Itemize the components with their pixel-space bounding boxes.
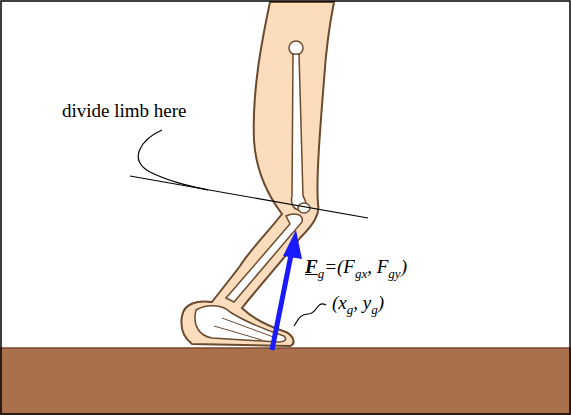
subscript-text: g: [318, 266, 325, 281]
foot-bone-lines: [214, 318, 276, 340]
force-arrow-shaft: [272, 250, 292, 350]
label-text: ): [378, 292, 384, 313]
femur: [291, 54, 305, 210]
point-label: (xg, yg): [332, 292, 384, 318]
foot-bones: [195, 306, 286, 342]
subscript-text: g: [347, 302, 354, 317]
label-text: (x: [332, 292, 347, 313]
label-text: divide limb here: [62, 100, 187, 121]
leader-line: [294, 304, 326, 326]
force-label: Fg=(Fgx, Fgy): [305, 256, 407, 282]
label-text: ): [401, 256, 407, 277]
femur-head: [289, 41, 303, 55]
subscript-text: gy: [388, 266, 400, 281]
subscript-text: gx: [355, 266, 367, 281]
leader-line: [138, 130, 208, 190]
divide-line: [130, 176, 368, 218]
cut-label: divide limb here: [62, 100, 187, 123]
ground: [0, 348, 571, 415]
label-text: =(F: [324, 256, 355, 277]
label-text: F: [305, 256, 318, 277]
label-text: , F: [367, 256, 388, 277]
leg-outline: [181, 2, 334, 346]
force-arrow-head: [283, 230, 302, 259]
subscript-text: g: [371, 302, 378, 317]
label-text: , y: [353, 292, 371, 313]
ground-line: [0, 347, 571, 349]
